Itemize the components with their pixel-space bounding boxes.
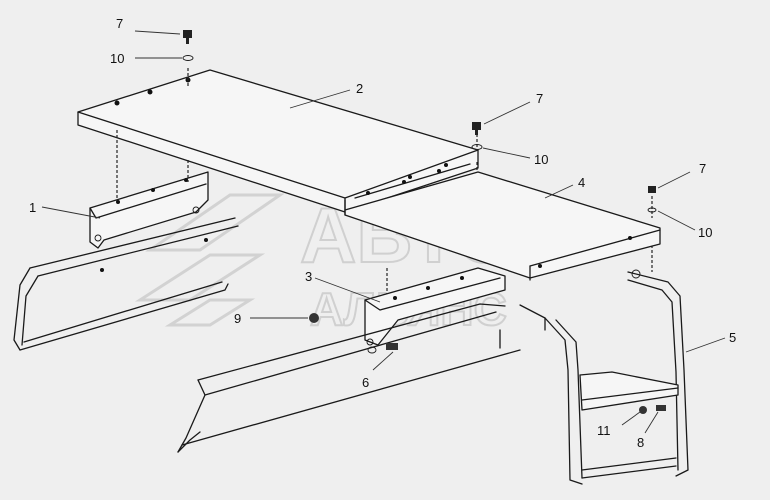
callout-11: 11: [597, 423, 611, 438]
left-fender-rail: [13, 217, 239, 351]
part-1-bracket: [89, 171, 209, 249]
callout-8: 8: [637, 435, 644, 450]
bolt-6: [367, 343, 398, 354]
washer-10-top: [182, 55, 194, 61]
callout-9: 9: [234, 311, 241, 326]
fastener-7-top: [183, 30, 192, 44]
leader-lines: [41, 30, 726, 434]
washer-10-right: [647, 207, 657, 213]
callout-7-top: 7: [116, 16, 123, 31]
watermark-emblem: [134, 193, 285, 327]
callout-10-mid: 10: [534, 152, 548, 167]
nut-11: [639, 406, 647, 414]
callout-5: 5: [729, 330, 736, 345]
part-4-right-plate: [344, 163, 661, 281]
callout-3: 3: [305, 269, 312, 284]
callout-7-mid: 7: [536, 91, 543, 106]
bolt-8: [656, 405, 666, 411]
fastener-7-right: [648, 186, 656, 193]
callout-6: 6: [362, 375, 369, 390]
callout-4: 4: [578, 175, 585, 190]
callout-10-right: 10: [698, 225, 712, 240]
callout-2: 2: [356, 81, 363, 96]
callout-7-right: 7: [699, 161, 706, 176]
callout-1: 1: [29, 200, 36, 215]
part-3-middle-bracket: [364, 267, 506, 346]
part-5-step-ladder: [544, 269, 689, 485]
callout-10-top: 10: [110, 51, 124, 66]
fastener-7-mid: [472, 122, 481, 135]
callout-labels: 7 10 2 7 10 7 1 4 10 3 9 5 6 11 8: [29, 16, 736, 450]
washer-10-mid: [471, 144, 483, 150]
nut-9: [309, 313, 319, 323]
